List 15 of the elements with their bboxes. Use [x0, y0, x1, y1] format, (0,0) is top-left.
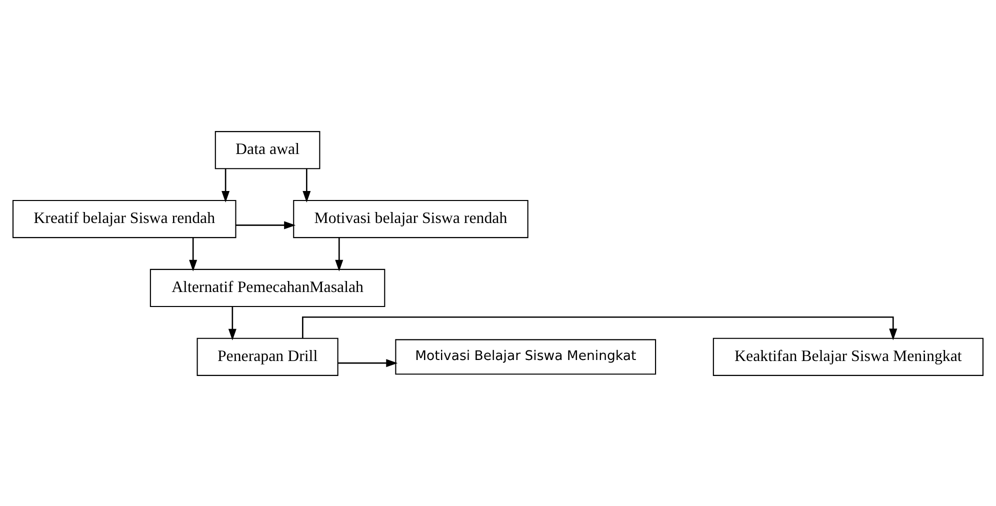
arrow: [335, 237, 344, 271]
arrow: [222, 168, 230, 202]
arrow: [236, 220, 296, 229]
node-box: Kreatif belajar Siswa rendah: [12, 199, 236, 238]
node-box: Data awal: [214, 130, 320, 169]
arrow: [189, 237, 198, 271]
node-box: Penerapan Drill: [196, 337, 338, 376]
node-box: Alternatif PemecahanMasalah: [150, 268, 386, 307]
arrow: [302, 168, 311, 202]
arrow: [302, 316, 898, 340]
node-box: Motivasi belajar Siswa rendah: [293, 199, 528, 238]
node-box: Keaktifan Belajar Siswa Meningkat: [712, 337, 984, 376]
node-box: Motivasi Belajar Siswa Meningkat: [395, 338, 656, 374]
arrow: [228, 306, 236, 340]
arrow: [338, 358, 398, 367]
